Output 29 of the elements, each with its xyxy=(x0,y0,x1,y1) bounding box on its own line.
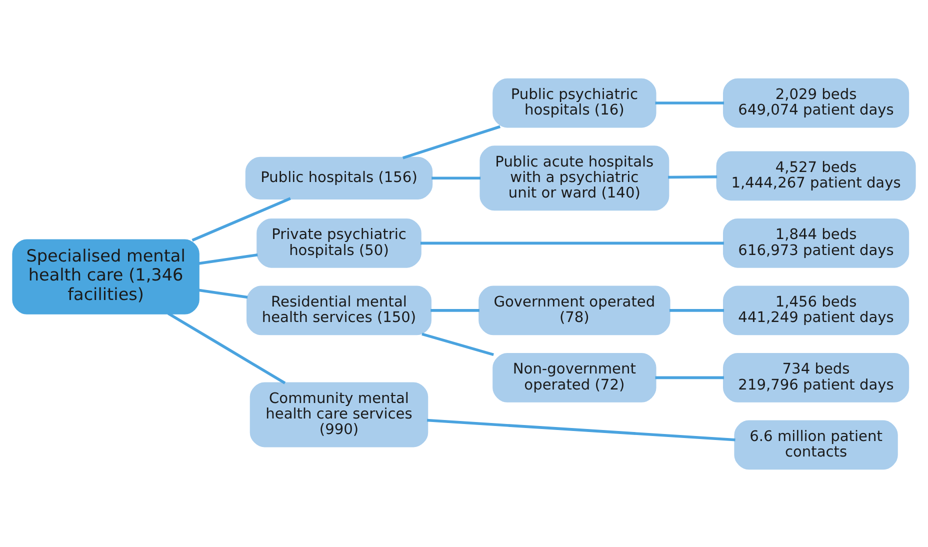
node-box: Residential mental health services (150) xyxy=(246,285,432,335)
node-box: Government operated (78) xyxy=(478,285,670,335)
connector xyxy=(426,418,736,441)
node-box: Public acute hospitals with a psychiatric unit or ward (140) xyxy=(480,145,670,210)
node-box: 4,527 beds 1,444,267 patient days xyxy=(716,150,916,200)
connector xyxy=(198,252,258,264)
connector xyxy=(422,332,494,356)
connector xyxy=(430,308,480,312)
node-box: Community mental health care services (990) xyxy=(250,382,428,447)
connector xyxy=(420,241,724,244)
node-box: Specialised mental health care (1,346 facilities) xyxy=(12,238,200,314)
connector xyxy=(432,176,481,180)
connector xyxy=(655,101,724,104)
node-box: 1,844 beds 616,973 patient days xyxy=(722,218,910,268)
connector xyxy=(669,308,724,312)
connector xyxy=(668,174,718,178)
connector xyxy=(167,312,286,384)
node-box: Private psychiatric hospitals (50) xyxy=(256,218,422,268)
connector xyxy=(402,124,500,159)
node-box: 2,029 beds 649,074 patient days xyxy=(722,78,910,128)
node-box: Public hospitals (156) xyxy=(245,156,433,199)
connector xyxy=(198,288,248,298)
node-box: Public psychiatric hospitals (16) xyxy=(492,78,656,128)
node-box: 1,456 beds 441,249 patient days xyxy=(722,285,910,335)
node-box: Non-government operated (72) xyxy=(492,352,656,402)
node-box: 6.6 million patient contacts xyxy=(734,420,898,470)
node-box: 734 beds 219,796 patient days xyxy=(722,352,910,402)
connector xyxy=(192,196,291,242)
connector xyxy=(655,376,724,379)
